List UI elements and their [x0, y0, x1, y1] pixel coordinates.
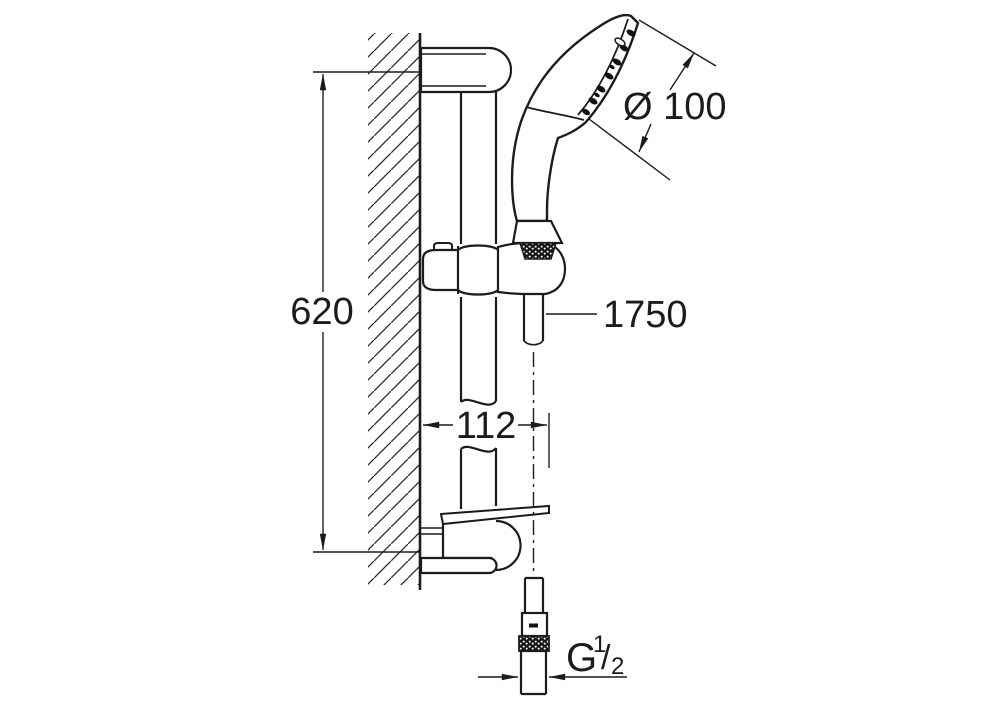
thread-label-slash: / — [601, 639, 611, 677]
hand-shower — [510, 13, 640, 260]
hose-end-tube — [523, 576, 545, 613]
thread-label-numerator: 1 — [593, 631, 606, 658]
holder-left-block — [421, 248, 460, 292]
spray-nozzles — [582, 29, 636, 116]
ext-line-upper — [638, 19, 717, 67]
handle-cone-nut — [511, 219, 564, 245]
holder-seam-lines — [457, 246, 499, 294]
bottom-bracket-base — [419, 556, 498, 575]
rail-middle-segment — [459, 297, 498, 402]
dim-line-upper — [669, 52, 695, 91]
rail-break-bottom — [460, 445, 497, 453]
dim-label-wall-offset: 112 — [456, 405, 517, 447]
hose-break-end — [523, 340, 544, 346]
dim-line-lower — [638, 123, 652, 153]
wall-hatching — [368, 33, 419, 585]
bottom-wall-bracket — [419, 504, 550, 575]
bottom-bracket-round-cap — [495, 519, 522, 572]
nozzle-highlight — [614, 37, 626, 47]
ext-line-lower — [588, 118, 671, 181]
shower-hose-upper — [522, 294, 545, 346]
soap-dish — [439, 504, 550, 526]
rail-upper-segment — [459, 92, 498, 244]
hose-end-connector — [518, 576, 550, 696]
top-bracket-detail-lines — [421, 53, 486, 87]
cone-knurl-band — [518, 242, 558, 260]
holder-rail-clamp — [457, 244, 499, 296]
thread-tail — [519, 649, 548, 696]
rail-lower-segment — [459, 448, 498, 509]
dimension-112 — [422, 413, 550, 468]
sleeve-slot — [529, 623, 538, 628]
head-handle-joint-line — [525, 106, 585, 121]
knurled-nut — [518, 635, 550, 652]
thread-label-denominator: 2 — [611, 653, 624, 680]
bottom-bracket-body — [441, 524, 492, 560]
thread-label-g-half: G 1 / 2 — [566, 631, 624, 680]
thread-label-g: G — [566, 636, 597, 680]
dimension-620 — [313, 71, 419, 553]
top-bracket-body — [419, 46, 513, 94]
holder-lock-knob — [433, 242, 453, 250]
dimension-diameter-100 — [588, 19, 717, 181]
bottom-bracket-mounting-lines — [420, 527, 443, 535]
wall — [368, 33, 422, 590]
spray-face-inner-line — [577, 18, 629, 116]
rail-break-top — [460, 398, 497, 406]
dim-label-hose-length: 1750 — [603, 294, 688, 336]
shower-rail — [459, 92, 498, 509]
dim-label-rail-length: 620 — [290, 291, 353, 333]
dim-label-head-diameter: Ø 100 — [623, 86, 727, 128]
top-wall-bracket — [419, 46, 513, 94]
hose-tube-lines — [522, 294, 545, 341]
